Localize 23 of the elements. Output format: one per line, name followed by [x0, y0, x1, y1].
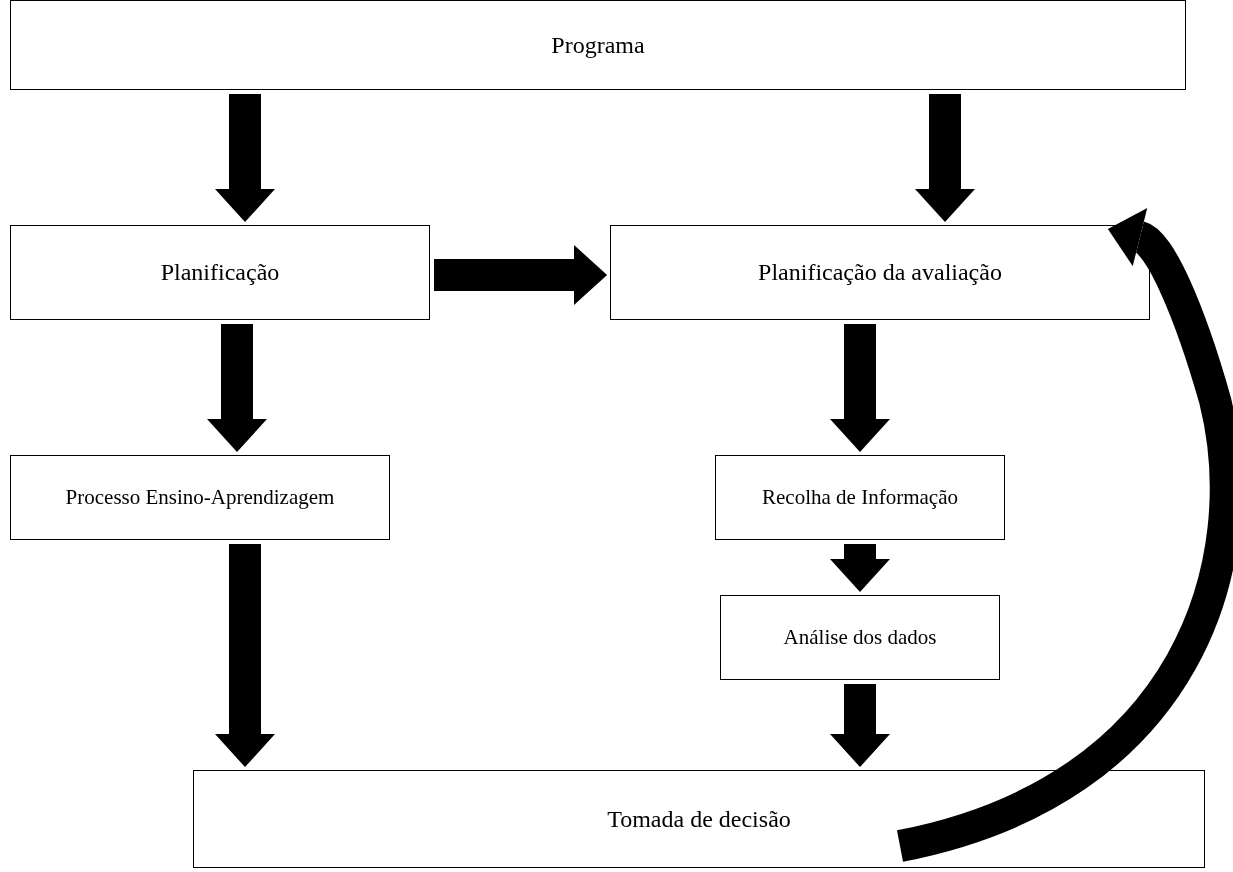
process-box: [10, 0, 1186, 90]
process-box: [10, 225, 430, 320]
box-label: Recolha de Informação: [761, 485, 959, 510]
block-arrow: [830, 324, 890, 453]
process-box: [610, 225, 1150, 320]
process-box: [10, 455, 390, 540]
process-box: [193, 770, 1205, 868]
box-label: Processo Ensino-Aprendizagem: [64, 485, 336, 510]
process-box: [720, 595, 1000, 680]
box-label: Planificação: [159, 259, 281, 286]
box-label: Análise dos dados: [782, 625, 938, 650]
block-arrow: [915, 94, 975, 223]
block-arrow: [896, 210, 1233, 862]
process-box: [715, 455, 1005, 540]
block-arrow: [830, 544, 890, 593]
block-arrow: [434, 245, 608, 305]
box-label: Tomada de decisão: [606, 805, 792, 833]
box-label: Programa: [550, 31, 646, 59]
block-arrow: [830, 684, 890, 768]
box-label: Planificação da avaliação: [757, 259, 1003, 286]
block-arrow: [207, 324, 267, 453]
block-arrow: [215, 94, 275, 223]
block-arrow: [215, 544, 275, 768]
